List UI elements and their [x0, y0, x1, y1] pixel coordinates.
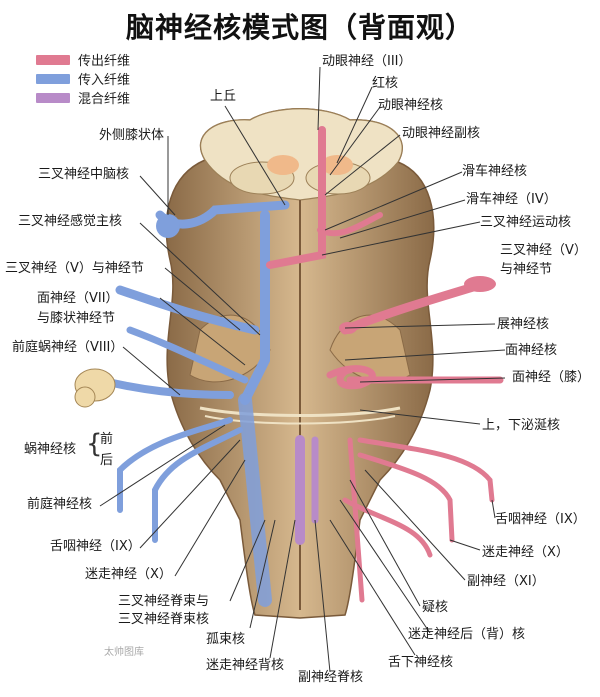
label-vagus-right: 迷走神经（X） [482, 545, 569, 560]
glossopharyngeal-motor-right [357, 437, 495, 503]
facial-genu-loop [326, 365, 376, 390]
label-lateral-geniculate: 外侧膝状体 [99, 128, 165, 143]
label-abducens-nucleus: 展神经核 [497, 317, 550, 332]
label-accessory-nerve: 副神经（XI） [467, 574, 545, 589]
vagus-motor-right [357, 452, 455, 543]
label-vagus-left: 迷走神经（X） [85, 567, 172, 582]
trochlear-path [317, 212, 383, 237]
label-trigeminal-motor-nucleus: 三叉神经运动核 [480, 215, 572, 230]
facial-sensory-left [126, 326, 249, 384]
label-cochlear-anterior: 前 [100, 432, 114, 447]
label-vagus-dorsal-sensory: 迷走神经背核 [206, 658, 285, 673]
label-vestibular-nuclei: 前庭神经核 [27, 497, 93, 512]
label-facial-nucleus: 面神经核 [505, 343, 558, 358]
label-vestibulocochlear: 前庭蜗神经（VIII） [12, 340, 124, 355]
label-facial-nerve-genu: 面神经（膝） [512, 370, 591, 385]
watermark: 太帅图库 [104, 647, 144, 658]
vagus-sensory-left [152, 427, 243, 543]
mixed-fibers [295, 435, 319, 545]
label-spinal-trigeminal-nucleus: 三叉神经脊束核 [118, 612, 210, 627]
nucleus-ambiguus-column [347, 437, 365, 603]
label-trigeminal-principal: 三叉神经感觉主核 [18, 214, 123, 229]
trigeminal-ganglion-right [464, 276, 496, 292]
vestibular-ganglion [74, 386, 96, 408]
label-glossopharyngeal-right: 舌咽神经（IX） [495, 512, 586, 527]
legend-item-mixed: 混合纤维 [36, 88, 130, 107]
legend-swatch-mixed [36, 92, 70, 103]
legend-item-afferent: 传入纤维 [36, 69, 130, 88]
label-salivatory-nuclei: 上，下泌涎核 [482, 418, 561, 433]
label-spinal-accessory-nucleus: 副神经脊核 [298, 670, 364, 685]
label-oculomotor-nucleus: 动眼神经核 [378, 98, 444, 113]
lateral-geniculate-body [156, 214, 180, 238]
label-cochlear-nuclei: 蜗神经核 [24, 442, 77, 457]
label-trigeminal-ganglion-right: 与神经节 [500, 262, 553, 277]
trigeminal-motor-right [340, 280, 485, 335]
label-oculomotor-nerve: 动眼神经（III） [322, 54, 412, 69]
medullary-striae [199, 406, 401, 417]
label-accessory-oculomotor-nucleus: 动眼神经副核 [402, 126, 481, 141]
legend-label-afferent: 传入纤维 [78, 73, 131, 88]
label-spinal-trigeminal-tract: 三叉神经脊束与 [118, 594, 210, 609]
cochlear-bracket: { [86, 429, 103, 459]
glossopharyngeal-sensory-left [117, 417, 233, 513]
legend-item-efferent: 传出纤维 [36, 50, 130, 69]
page-title: 脑神经核模式图（背面观） [125, 11, 474, 44]
trigeminal-spinal-tract [240, 210, 270, 405]
label-trochlear-nucleus: 滑车神经核 [462, 164, 528, 179]
leader-lines [99, 66, 506, 673]
label-trigeminal-mesencephalic: 三叉神经中脑核 [38, 167, 130, 182]
label-cochlear-posterior: 后 [100, 453, 114, 468]
legend-label-mixed: 混合纤维 [78, 92, 131, 107]
label-glossopharyngeal-left: 舌咽神经（IX） [50, 539, 141, 554]
legend: 传出纤维 传入纤维 混合纤维 [36, 50, 130, 107]
label-red-nucleus: 红核 [372, 76, 399, 91]
label-solitary-nucleus: 孤束核 [206, 632, 246, 647]
label-superior-colliculus: 上丘 [210, 89, 237, 104]
legend-swatch-afferent [36, 73, 70, 84]
legend-swatch-efferent [36, 54, 70, 65]
label-trochlear-nerve: 滑车神经（IV） [466, 192, 557, 207]
legend-label-efferent: 传出纤维 [78, 54, 131, 69]
spinal-trigeminal-tract [238, 393, 272, 607]
label-trigeminal-nerve-right: 三叉神经（V） [500, 243, 587, 258]
label-trigeminal-ganglion-left: 三叉神经（V）与神经节 [5, 261, 144, 276]
label-facial-nerve-left: 面神经（VII） [37, 291, 119, 306]
label-dorsal-vagal-nucleus: 迷走神经后（背）核 [408, 627, 526, 642]
red-nucleus-left [267, 155, 299, 175]
label-hypoglossal-nucleus: 舌下神经核 [388, 655, 454, 670]
label-nucleus-ambiguus: 疑核 [422, 600, 449, 615]
label-geniculate-ganglion: 与膝状神经节 [37, 311, 116, 326]
